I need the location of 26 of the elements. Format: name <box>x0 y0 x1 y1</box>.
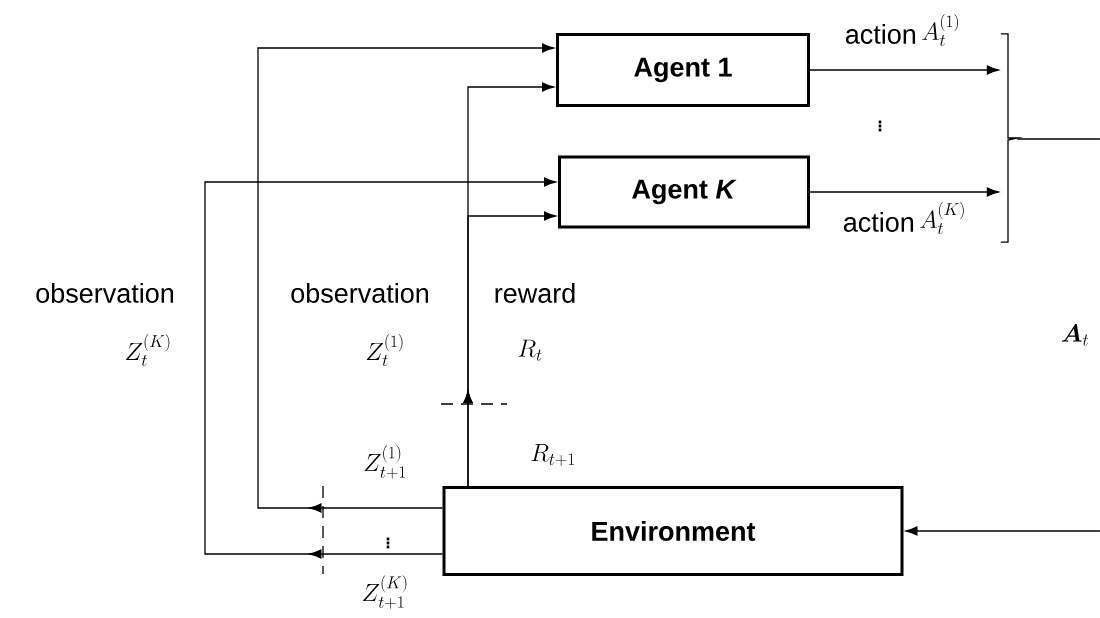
math-label: $R_t$ <box>518 339 542 361</box>
bracket <box>1000 33 1024 243</box>
math-label: $Z_t^{(1)}$ <box>366 334 403 367</box>
label-text: observation <box>291 283 429 303</box>
math-label: $A_t^{(1)}$ <box>922 14 959 47</box>
label-text: observation <box>36 283 174 303</box>
arrow <box>809 187 999 197</box>
math-label: $\vdots$ <box>878 120 882 132</box>
math-label: $Z_{t+1}^{(K)}$ <box>363 575 407 609</box>
math-label: $\boldsymbol{A}_t$ <box>1062 323 1089 346</box>
arrow <box>257 43 554 513</box>
math-label: $A_t^{(K)}$ <box>920 202 964 235</box>
arrow <box>905 526 1100 536</box>
math-label: $Z_t^{(K)}$ <box>126 334 170 367</box>
math-label: $R_{t+1}$ <box>531 444 574 466</box>
label-text: reward <box>495 283 575 303</box>
process-box: Environment <box>442 486 904 576</box>
math-label: $Z_{t+1}^{(1)}$ <box>364 445 406 479</box>
arrow <box>463 211 556 487</box>
process-box: Agent K <box>558 155 810 229</box>
arrow <box>809 65 999 75</box>
arrow <box>204 177 556 559</box>
label-text: action <box>843 212 914 232</box>
math-label: $\vdots$ <box>386 537 390 549</box>
process-box: Agent 1 <box>556 33 810 107</box>
label-text: action <box>845 24 916 44</box>
